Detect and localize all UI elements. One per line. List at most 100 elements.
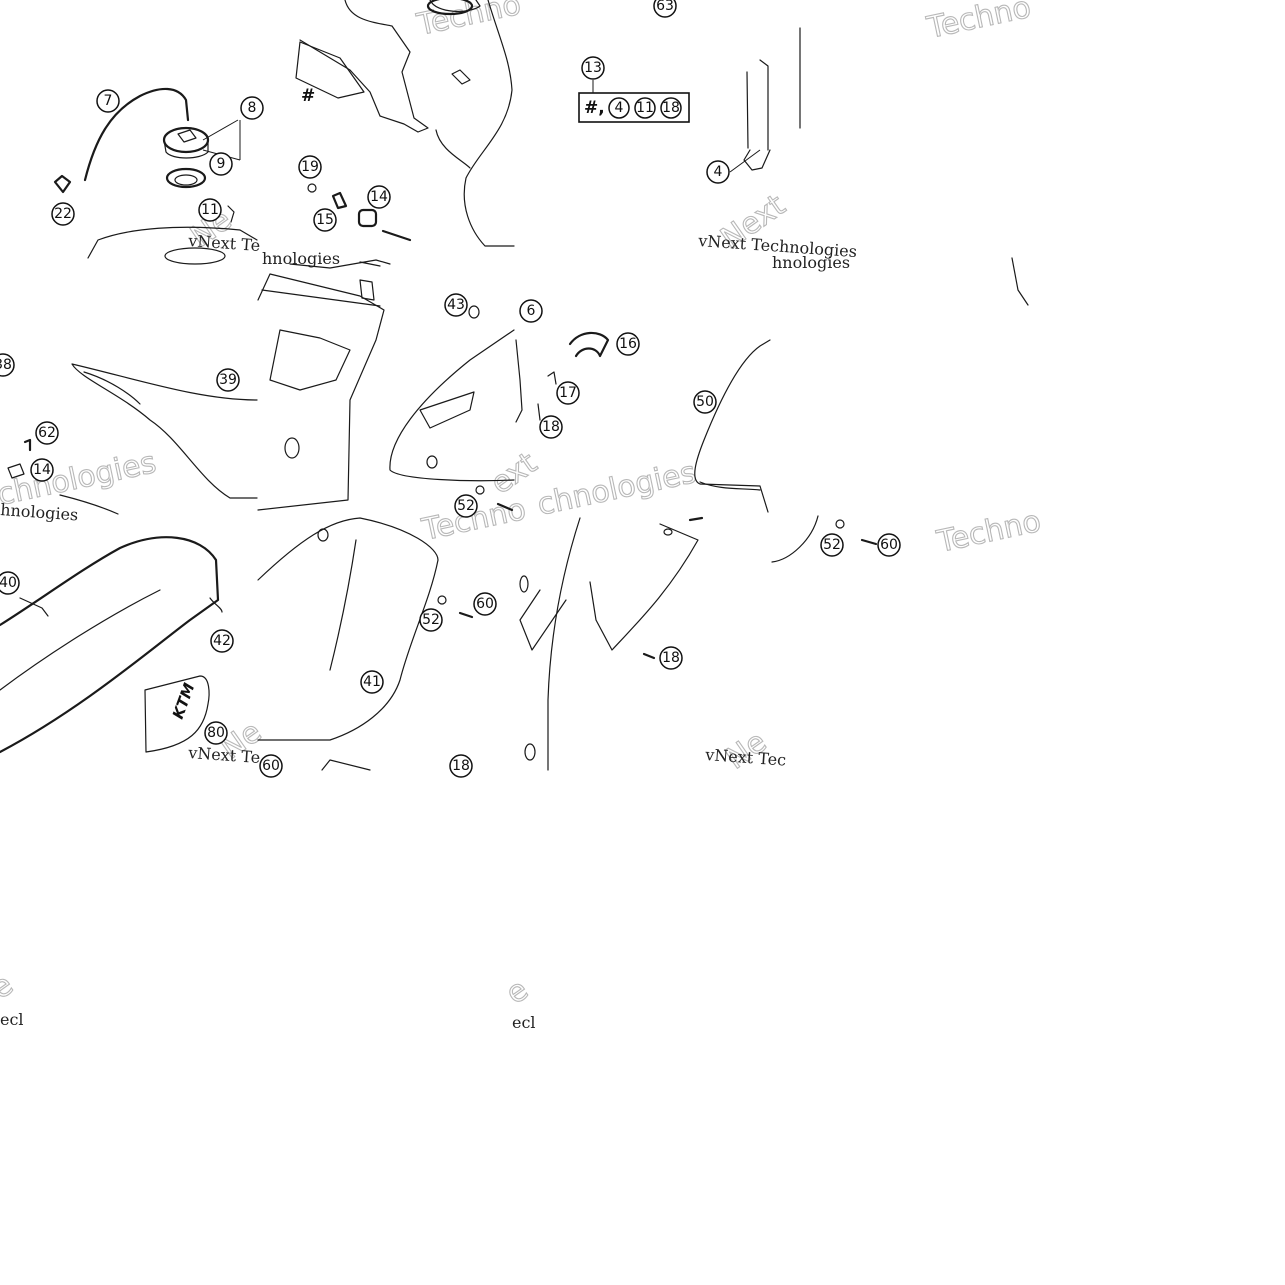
screw: [381, 229, 412, 242]
watermark-chnologies: chnologies: [534, 455, 699, 523]
svg-text:52: 52: [823, 537, 841, 553]
vent-hose: [83, 87, 190, 182]
screw: [227, 205, 235, 223]
svg-text:63: 63: [656, 0, 674, 14]
filler-neck: [429, 0, 481, 12]
screw: [537, 403, 541, 421]
kit-member-4: 4: [608, 97, 630, 119]
svg-text:52: 52: [422, 612, 440, 628]
svg-text:38: 38: [0, 357, 12, 373]
callout-13: 13: [581, 56, 605, 80]
grommet: [468, 305, 480, 319]
callout-18: 18: [539, 415, 563, 439]
callout-40: 40: [0, 571, 20, 595]
svg-text:13: 13: [584, 60, 602, 76]
tap-hose: [568, 331, 610, 358]
screw: [458, 611, 474, 619]
bolt: [331, 191, 348, 210]
callout-22: 22: [51, 202, 75, 226]
watermark-vnext: vNext Tec: [704, 745, 787, 770]
svg-text:4: 4: [714, 164, 723, 180]
spacer: [7, 463, 25, 479]
cap-seal: [165, 167, 207, 189]
watermark-ecl: ecl: [0, 1010, 24, 1029]
tank-top: [87, 226, 258, 259]
side-cover-right-bottom: [771, 515, 878, 563]
screw: [642, 652, 656, 660]
watermark-techno: Techno: [933, 504, 1044, 560]
radiator-shroud: [257, 261, 385, 511]
callout-14b: 14: [30, 458, 54, 482]
svg-text:42: 42: [213, 633, 231, 649]
callout-layer: 63 7 8 9 22 11 19 15 14 13 4 43 6 16 17 …: [0, 0, 901, 778]
hash-marker: #: [301, 86, 315, 106]
svg-text:18: 18: [452, 758, 470, 774]
svg-text:16: 16: [619, 336, 637, 352]
washer: [835, 519, 845, 529]
vent-valve: [53, 174, 72, 194]
fuel-tap-hose: [515, 331, 610, 423]
svg-text:18: 18: [662, 650, 680, 666]
svg-text:43: 43: [447, 297, 465, 313]
side-cover-left: [257, 517, 474, 771]
screw: [860, 538, 878, 546]
svg-text:52: 52: [457, 498, 475, 514]
callout-14: 14: [367, 185, 391, 209]
callout-4: 4: [706, 160, 730, 184]
watermark-e: e: [0, 967, 20, 1006]
callout-43: 43: [444, 293, 468, 317]
watermark-vnext: hnologies: [262, 249, 340, 268]
fuel-cap-group: [53, 87, 258, 265]
watermark-vnext: hnologies: [772, 253, 850, 272]
callout-80: 80: [204, 721, 228, 745]
callout-60: 60: [473, 592, 497, 616]
screw: [496, 502, 514, 512]
svg-text:60: 60: [880, 537, 898, 553]
kit-hash-label: #,: [584, 98, 605, 118]
callout-39: 39: [216, 368, 240, 392]
svg-text:60: 60: [476, 596, 494, 612]
washer: [475, 485, 485, 495]
svg-text:40: 40: [0, 575, 17, 591]
svg-text:4: 4: [615, 100, 624, 116]
svg-text:18: 18: [542, 419, 560, 435]
callout-18b: 18: [449, 754, 473, 778]
washer: [307, 183, 317, 193]
callout-50: 50: [693, 390, 717, 414]
callout-11: 11: [198, 198, 222, 222]
callout-38: 38: [0, 353, 15, 377]
watermark-techno: Techno: [923, 0, 1034, 46]
callout-9: 9: [209, 152, 233, 176]
svg-text:80: 80: [207, 725, 225, 741]
watermark-layer: Techno Techno Techno Techno chnologies c…: [0, 0, 1044, 1032]
kit-member-11: 11: [634, 97, 656, 119]
callout-52: 52: [454, 494, 478, 518]
svg-text:41: 41: [363, 674, 381, 690]
svg-text:8: 8: [248, 100, 257, 116]
callout-19: 19: [298, 155, 322, 179]
callout-15: 15: [313, 208, 337, 232]
svg-text:14: 14: [370, 189, 388, 205]
watermark-techno: Techno: [413, 0, 524, 43]
watermark-e: e: [500, 972, 535, 1011]
fuel-tank: [289, 0, 515, 269]
callout-60c: 60: [877, 533, 901, 557]
svg-text:6: 6: [527, 303, 536, 319]
side-cover-panel: [519, 516, 704, 771]
watermark-vnext: hnologies: [0, 500, 79, 524]
watermark-vnext: vNext Te: [187, 231, 261, 255]
kit-member-18: 18: [660, 97, 682, 119]
callout-17: 17: [556, 381, 580, 405]
washer: [437, 595, 447, 605]
svg-text:11: 11: [636, 100, 654, 116]
svg-text:60: 60: [262, 758, 280, 774]
spacer: [357, 208, 378, 228]
callout-42: 42: [210, 629, 234, 653]
callout-18c: 18: [659, 646, 683, 670]
spoiler-left: [7, 363, 258, 515]
callout-52c: 52: [820, 533, 844, 557]
side-cover-right: [694, 339, 771, 513]
watermark-vnext: vNext Te: [187, 743, 261, 767]
hose-clip: [547, 371, 557, 385]
